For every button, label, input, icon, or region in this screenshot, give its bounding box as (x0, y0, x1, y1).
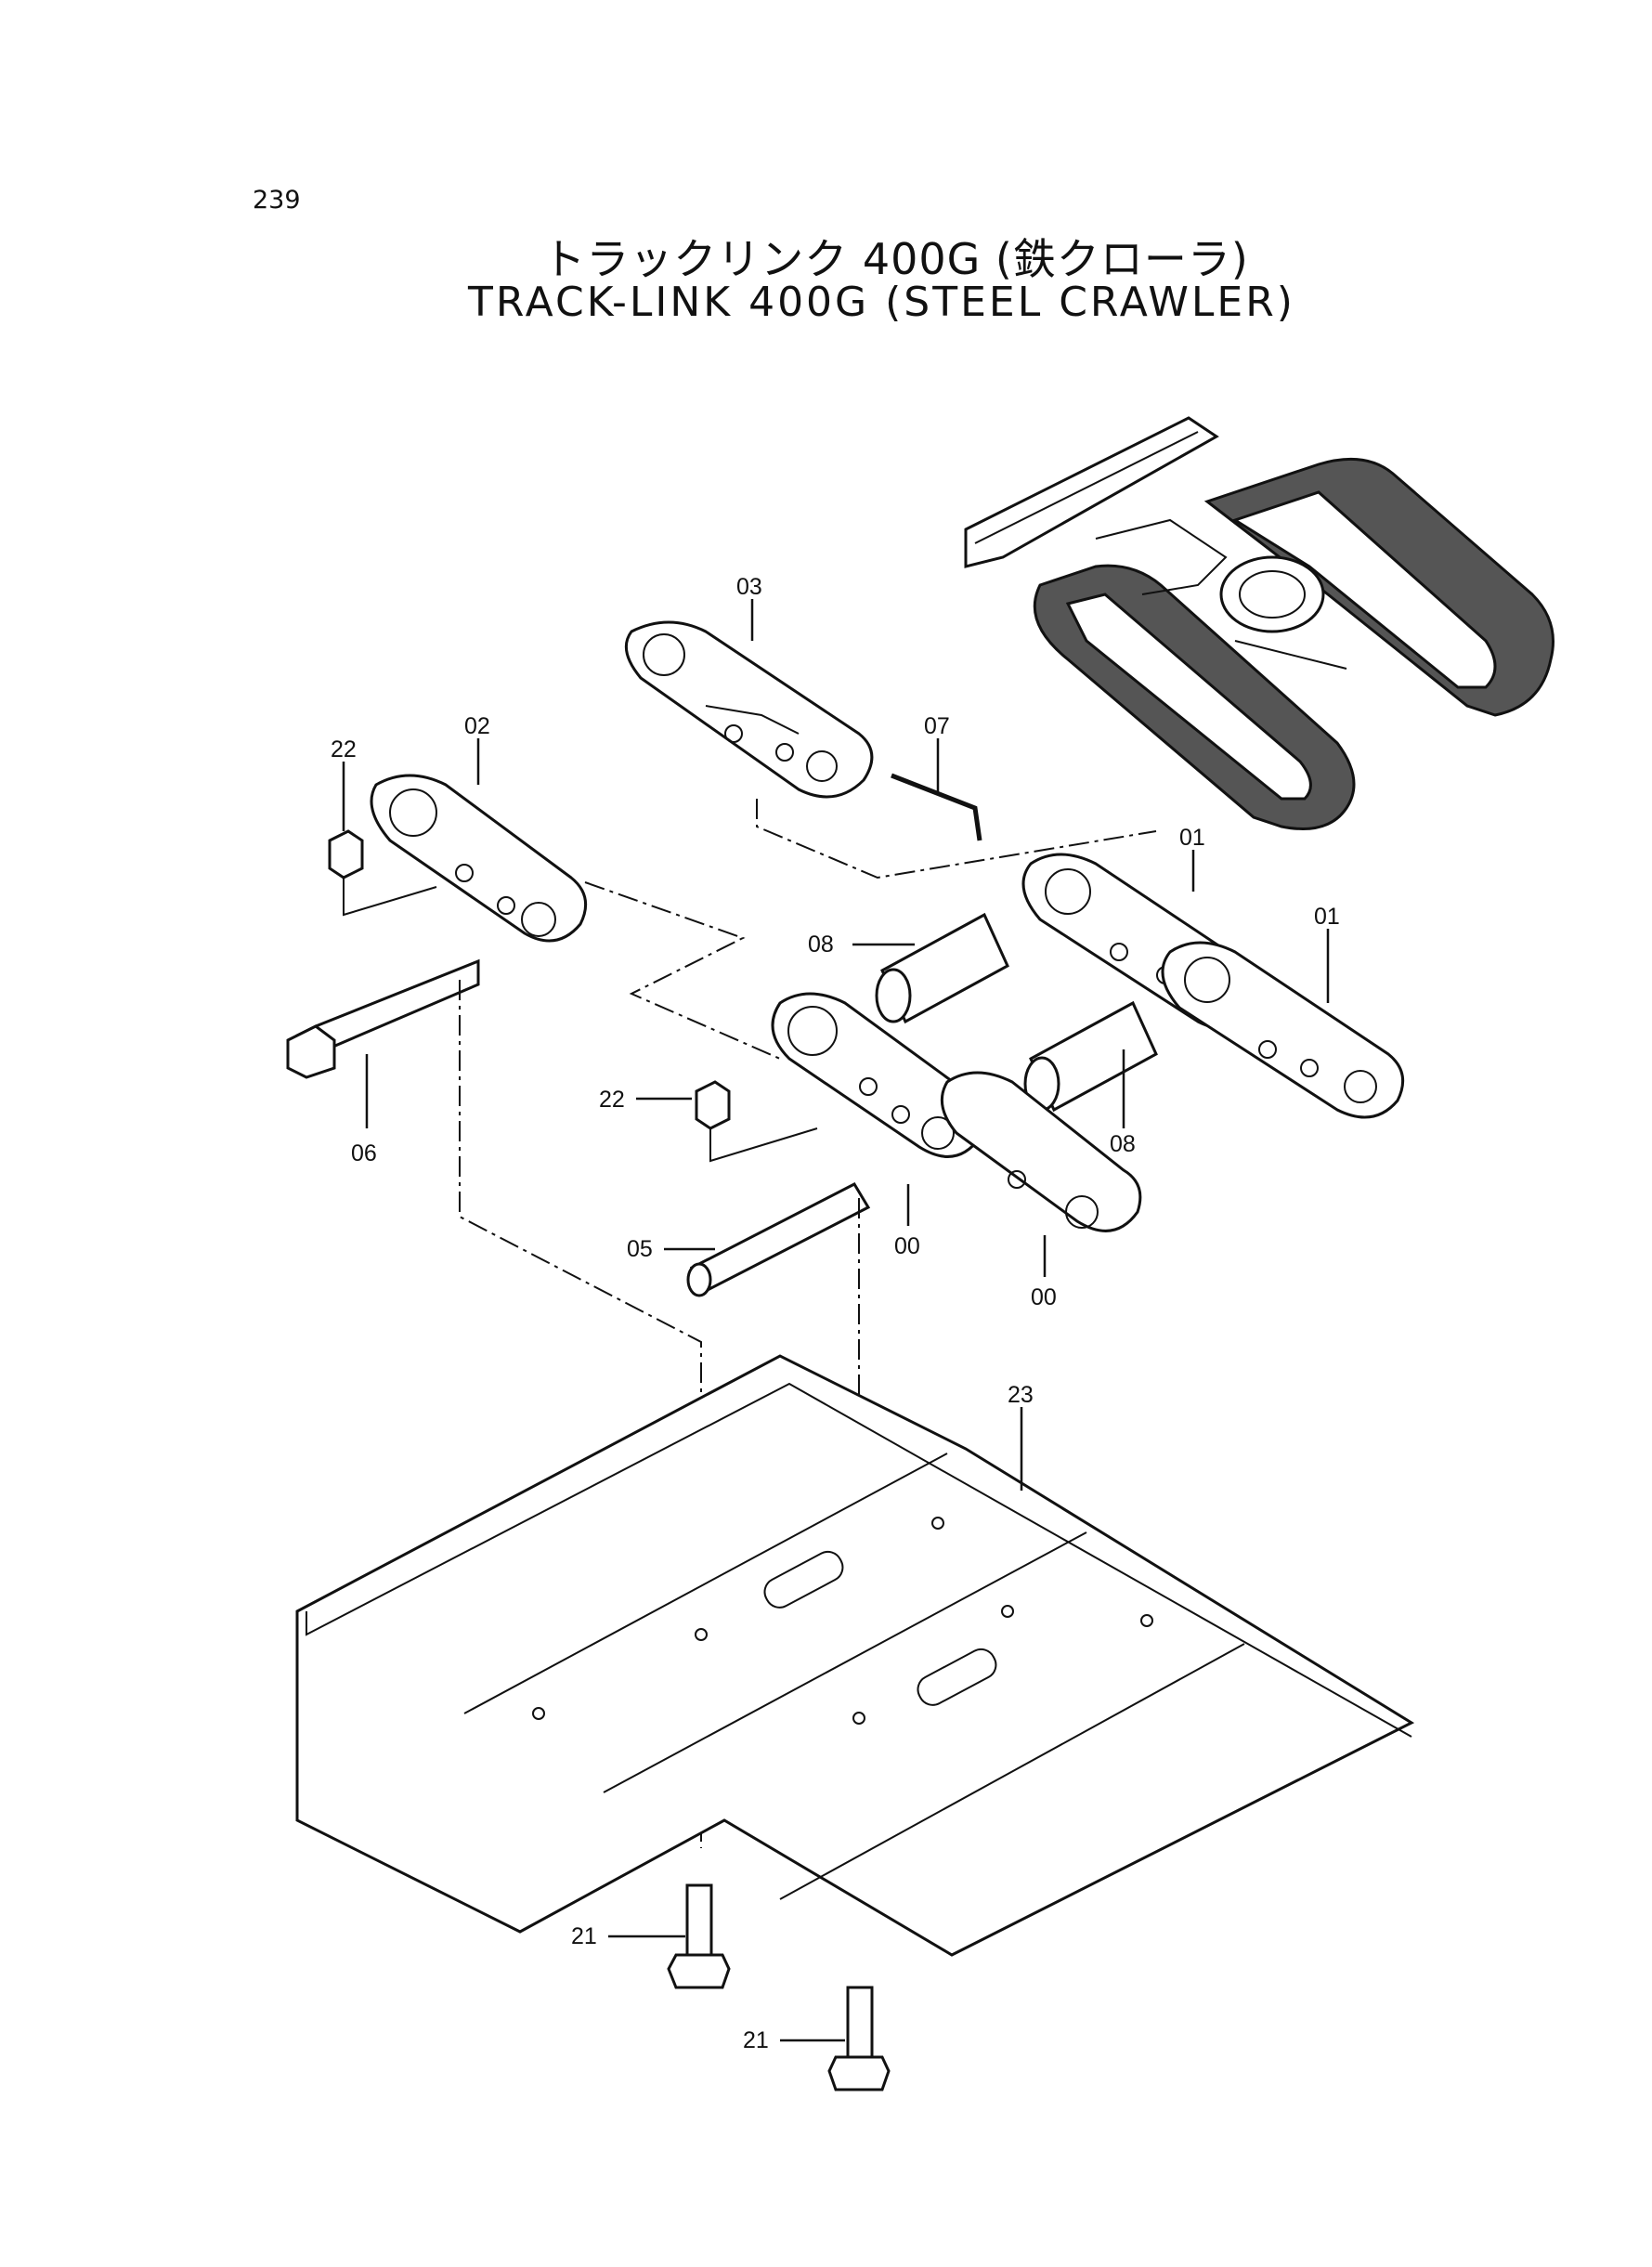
bolt-21-right (827, 1986, 891, 2091)
callout-08-upper: 08 (808, 932, 834, 958)
track-shoe-23 (295, 1354, 1415, 1957)
callout-06: 06 (351, 1140, 377, 1166)
title-english: TRACK-LINK 400G (STEEL CRAWLER) (468, 279, 1295, 326)
track-link-02 (370, 774, 588, 943)
callout-21-right: 21 (743, 2027, 769, 2053)
callout-22-lower: 22 (599, 1087, 625, 1113)
callout-01-rear: 01 (1314, 904, 1340, 930)
callout-05: 05 (627, 1236, 653, 1262)
callout-21-left: 21 (571, 1923, 597, 1949)
page-number: 239 (253, 186, 301, 215)
callout-00-left: 00 (894, 1233, 920, 1259)
pin-05 (686, 1182, 871, 1297)
callout-00-right: 00 (1031, 1284, 1057, 1310)
callout-02: 02 (464, 713, 490, 739)
bushing-08-upper (875, 912, 1009, 1024)
callout-08-lower: 08 (1110, 1131, 1136, 1157)
nut-22-lower (695, 1080, 731, 1130)
callout-22-upper: 22 (331, 736, 357, 762)
bolt-06 (286, 958, 480, 1079)
title-japanese: トラックリンク 400G (鉄クローラ) (542, 234, 1249, 284)
undercarriage-inset (964, 416, 1554, 830)
callout-03: 03 (736, 574, 762, 600)
track-link-03 (624, 620, 874, 799)
callout-01-front: 01 (1179, 825, 1205, 851)
callout-23: 23 (1008, 1382, 1034, 1408)
nut-22-upper (328, 829, 364, 879)
track-link-00-right (940, 1071, 1142, 1232)
split-pin-07 (891, 773, 982, 841)
callout-07: 07 (924, 713, 950, 739)
bolt-21-left (667, 1883, 731, 1989)
bushing-08-lower (1023, 1000, 1158, 1113)
track-link-01-rear (1161, 941, 1405, 1119)
